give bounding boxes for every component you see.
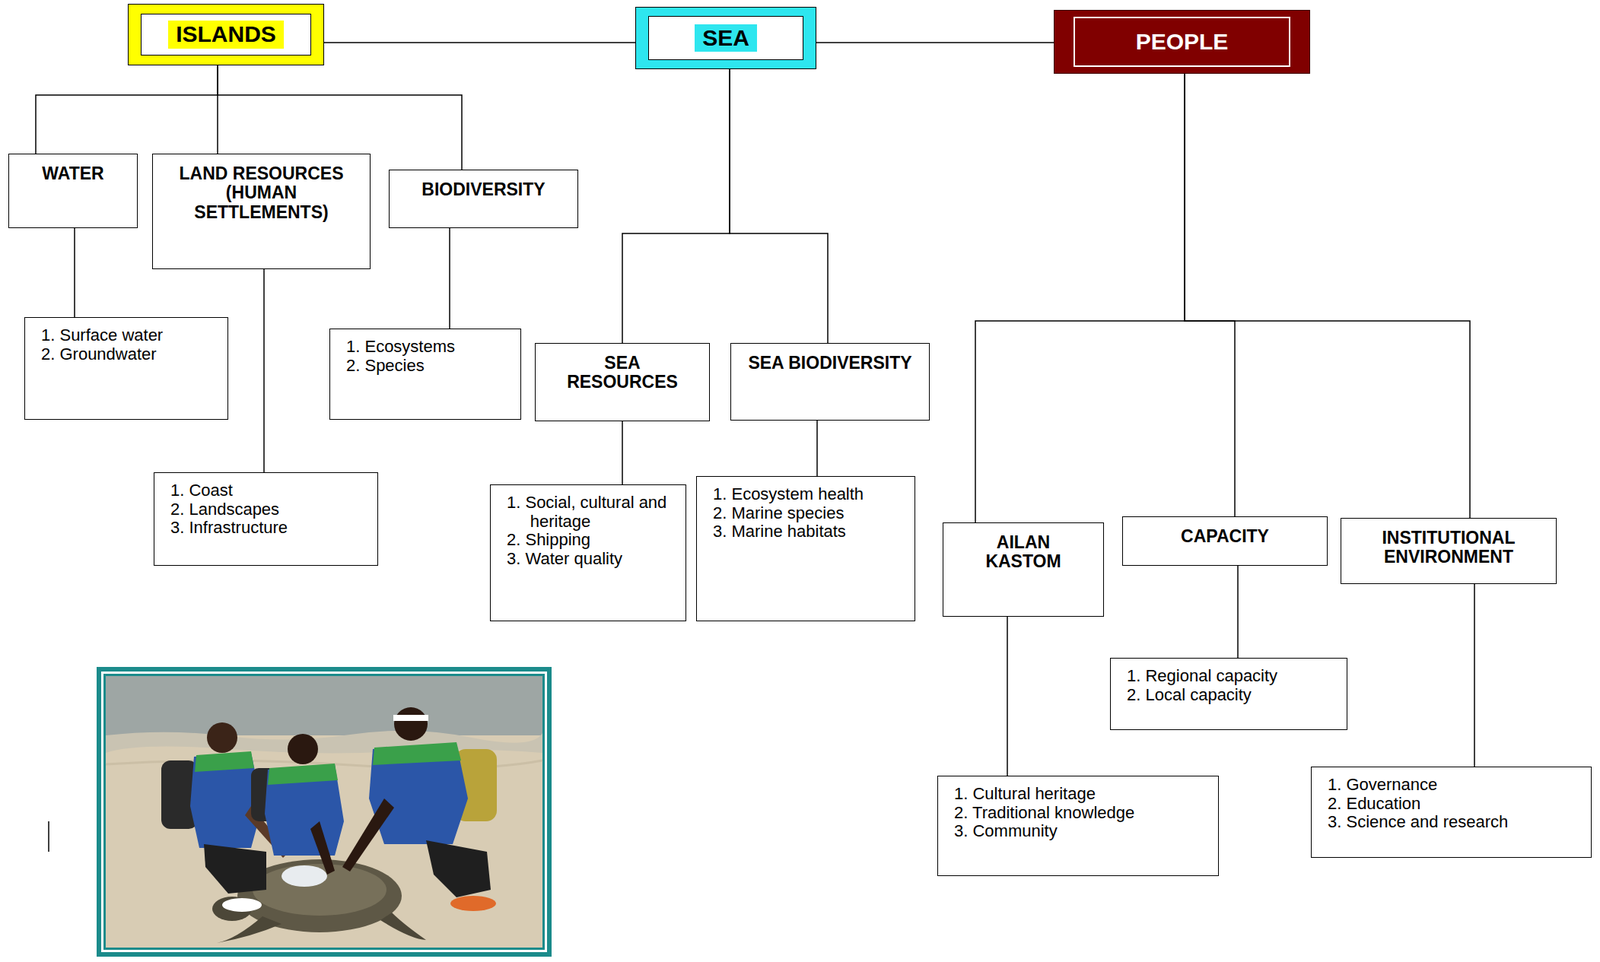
photo-mat — [101, 671, 548, 953]
sand — [105, 676, 543, 948]
inner-frame: PEOPLE — [1073, 16, 1291, 67]
box-label: SEA — [694, 24, 758, 53]
list-item: 1. Ecosystems — [346, 337, 513, 357]
list-item: 2. Groundwater — [41, 345, 220, 365]
connector-line — [73, 228, 76, 318]
list-box: 1. Coast2. Landscapes3. Infrastructure — [153, 472, 379, 567]
list-item: 3. Infrastructure — [170, 518, 370, 538]
list-item: 2. Shipping — [506, 531, 678, 551]
box-label: INSTITUTIONAL ENVIRONMENT — [1355, 528, 1543, 568]
photo-frame — [96, 667, 552, 958]
theme-box: SEA RESOURCES — [534, 343, 710, 422]
list-item: 1. Ecosystem health — [712, 485, 907, 505]
connector-line — [1184, 73, 1470, 519]
connector-line — [621, 421, 624, 485]
connector-line — [1473, 584, 1476, 767]
connector-line — [816, 420, 818, 477]
list-item: 2. Landscapes — [170, 500, 370, 520]
person-shoulder — [372, 742, 462, 766]
connector-line — [448, 228, 451, 329]
theme-box: WATER — [8, 153, 138, 229]
list-box: 1. Social, cultural and heritage2. Shipp… — [489, 484, 687, 622]
theme-box: LAND RESOURCES (HUMAN SETTLEMENTS) — [152, 153, 371, 270]
list-item: 3. Community — [954, 822, 1211, 842]
stray-mark — [47, 821, 50, 853]
inner-frame: ISLANDS — [140, 13, 312, 56]
list-item: 3. Marine habitats — [712, 522, 907, 542]
list-box: 1. Governance2. Education3. Science and … — [1310, 766, 1592, 859]
person-legs — [203, 844, 267, 894]
connector-line — [1184, 73, 1235, 517]
list-item: 3. Water quality — [506, 550, 678, 570]
connector-line — [324, 41, 636, 44]
box-label: SEA RESOURCES — [549, 353, 696, 393]
person-head — [287, 734, 319, 765]
category-box: PEOPLE — [1053, 9, 1311, 74]
turtle-flipper — [216, 916, 282, 944]
list-box: 1. Cultural heritage2. Traditional knowl… — [937, 776, 1219, 877]
theme-box: INSTITUTIONAL ENVIRONMENT — [1340, 518, 1557, 585]
box-label: BIODIVERSITY — [403, 180, 564, 200]
list-item: 1. Governance — [1327, 776, 1584, 796]
box-label: CAPACITY — [1136, 527, 1314, 547]
list-item: 1. Regional capacity — [1126, 667, 1340, 687]
list-box: 1. Regional capacity2. Local capacity — [1110, 658, 1348, 731]
box-label: WATER — [22, 164, 124, 184]
shoe — [222, 898, 262, 913]
person-arm — [342, 798, 395, 872]
person-shoulder — [267, 763, 338, 786]
box-label: ISLANDS — [168, 20, 284, 49]
list-item: 3. Science and research — [1327, 813, 1584, 833]
list-item: 1. Coast — [170, 481, 370, 501]
category-box: SEA — [635, 6, 817, 70]
connector-line — [816, 41, 1054, 44]
person-vest — [264, 764, 344, 856]
turtle-shell-top — [252, 864, 387, 917]
connector-line — [1237, 566, 1239, 659]
headband — [393, 715, 429, 722]
box-label: PEOPLE — [1128, 28, 1237, 57]
box-label: SEA BIODIVERSITY — [744, 353, 916, 373]
inner-frame: SEA — [648, 15, 804, 61]
box-label: AILAN KASTOM — [957, 533, 1090, 573]
box-label: LAND RESOURCES (HUMAN SETTLEMENTS) — [166, 164, 357, 223]
shoe — [450, 896, 497, 912]
list-item: 2. Traditional knowledge — [954, 804, 1211, 824]
connector-line — [622, 69, 730, 344]
theme-box: CAPACITY — [1122, 516, 1328, 567]
connector-line — [1006, 617, 1009, 777]
list-item: 2. Local capacity — [1126, 686, 1340, 706]
category-box: ISLANDS — [127, 3, 325, 66]
connector-line — [263, 269, 265, 473]
connector-line — [35, 65, 218, 154]
connector-line — [729, 69, 828, 344]
turtle-tag — [281, 865, 328, 888]
theme-box: AILAN KASTOM — [942, 522, 1104, 618]
connector-line — [975, 73, 1185, 523]
list-item: 1. Surface water — [41, 326, 220, 346]
photo — [96, 667, 552, 958]
list-box: 1. Ecosystem health2. Marine species3. M… — [696, 476, 916, 622]
theme-box: SEA BIODIVERSITY — [730, 343, 930, 421]
person-head — [394, 707, 428, 742]
list-box: 1. Surface water2. Groundwater — [24, 317, 229, 420]
person-shoulder — [194, 751, 255, 773]
person-arm — [310, 821, 335, 875]
turtle-flipper — [380, 912, 427, 941]
list-item: 1. Social, cultural and heritage — [506, 493, 678, 532]
list-box: 1. Ecosystems2. Species — [329, 328, 522, 420]
list-item: 2. Species — [346, 356, 513, 376]
list-item: 2. Marine species — [712, 504, 907, 524]
sea — [105, 676, 543, 736]
photo-frame-inner — [103, 674, 545, 951]
list-item: 1. Cultural heritage — [954, 785, 1211, 805]
theme-box: BIODIVERSITY — [388, 169, 579, 229]
person-head — [206, 722, 238, 754]
person-legs — [426, 840, 491, 898]
list-item: 2. Education — [1327, 795, 1584, 815]
